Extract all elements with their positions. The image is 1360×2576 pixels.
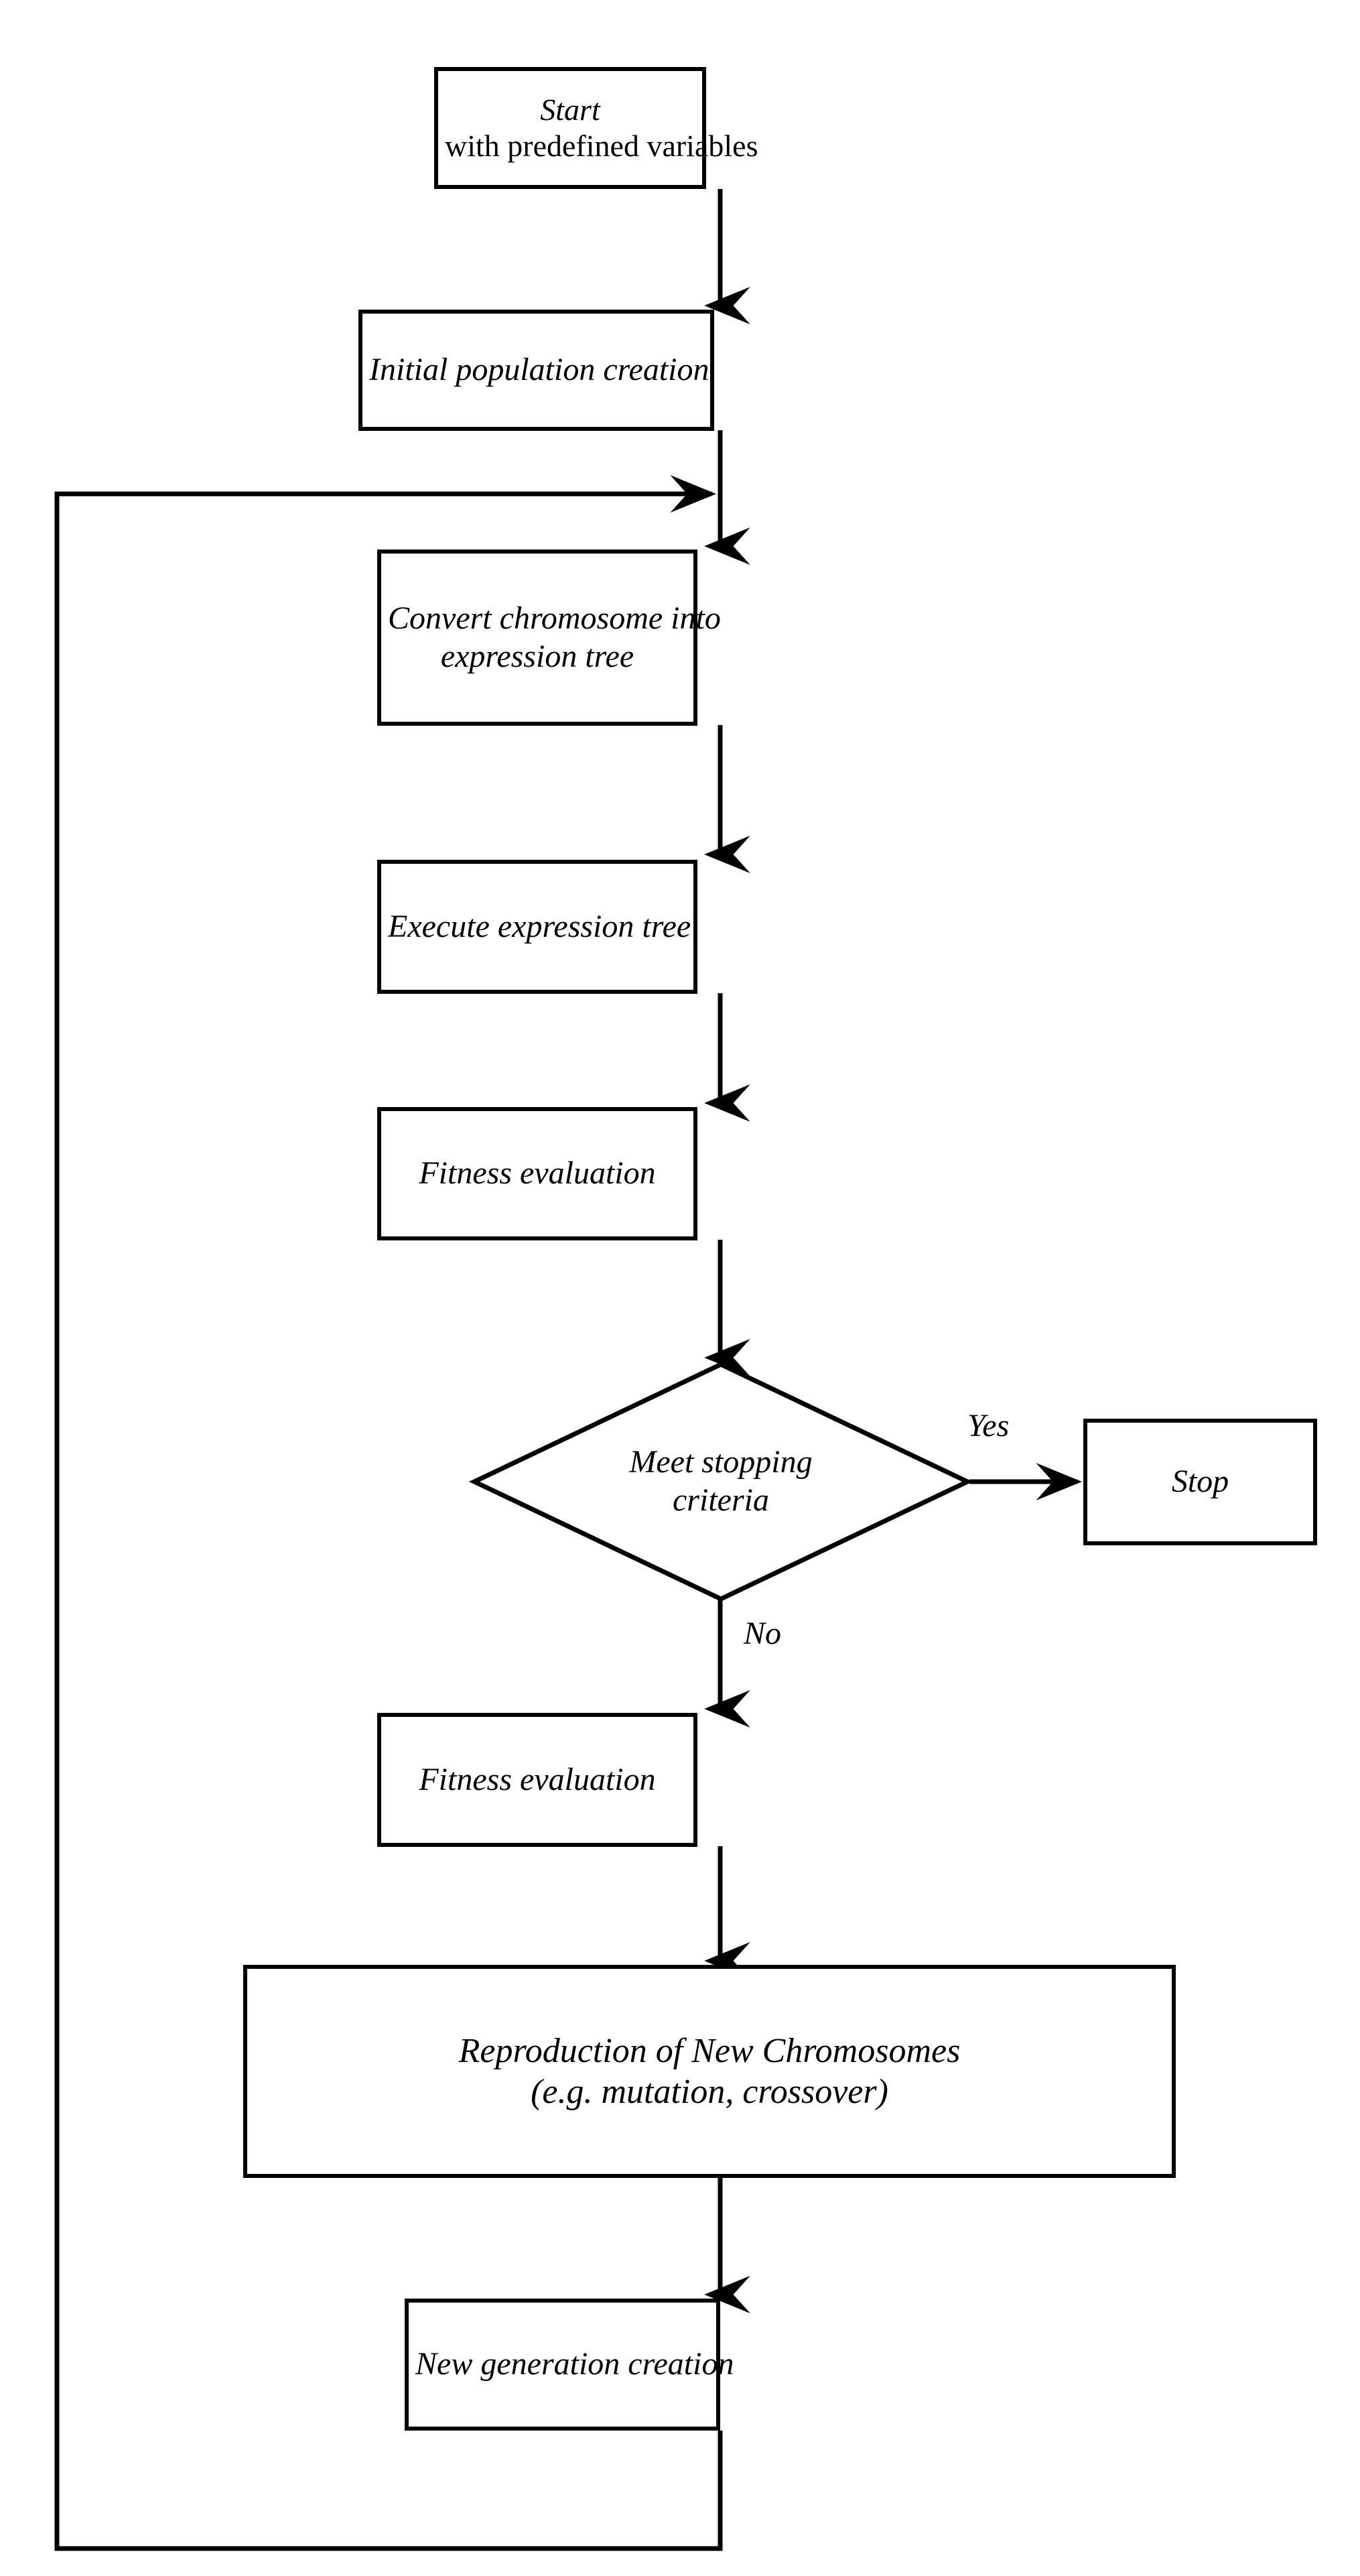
node-reproduction-line2: (e.g. mutation, crossover) — [531, 2073, 888, 2111]
node-fitness-evaluation-2[interactable]: Fitness evaluation — [377, 1713, 697, 1847]
node-fitness-evaluation-1-label: Fitness evaluation — [419, 1155, 656, 1192]
node-convert-chromosome-line1: Convert chromosome into — [388, 600, 721, 636]
node-start-line2: with predefined variables — [445, 129, 758, 163]
node-new-generation[interactable]: New generation creation — [405, 2299, 734, 2431]
node-stop-label: Stop — [1171, 1464, 1229, 1500]
edge-label-yes: Yes — [967, 1408, 1010, 1443]
node-execute-tree-label: Execute expression tree — [388, 908, 691, 944]
node-convert-chromosome[interactable]: Convert chromosome into expression tree — [377, 550, 721, 726]
node-start-line1: Start — [540, 92, 600, 127]
edge-label-no: No — [744, 1616, 782, 1651]
node-fitness-evaluation-1[interactable]: Fitness evaluation — [377, 1107, 697, 1240]
node-convert-chromosome-line2: expression tree — [440, 638, 634, 674]
node-reproduction-line1: Reproduction of New Chromosomes — [458, 2031, 961, 2070]
node-stop[interactable]: Stop — [1083, 1419, 1317, 1545]
node-initial-population[interactable]: Initial population creation — [358, 310, 714, 431]
diamond-shape — [468, 1362, 973, 1602]
node-reproduction[interactable]: Reproduction of New Chromosomes (e.g. mu… — [243, 1965, 1176, 2178]
node-initial-population-label: Initial population creation — [369, 352, 709, 388]
node-start[interactable]: Start with predefined variables — [434, 67, 758, 189]
node-meet-stopping-criteria[interactable]: Meet stopping criteria — [468, 1362, 973, 1602]
node-execute-tree[interactable]: Execute expression tree — [377, 860, 697, 994]
node-fitness-evaluation-2-label: Fitness evaluation — [419, 1761, 656, 1797]
node-new-generation-label: New generation creation — [415, 2346, 734, 2382]
